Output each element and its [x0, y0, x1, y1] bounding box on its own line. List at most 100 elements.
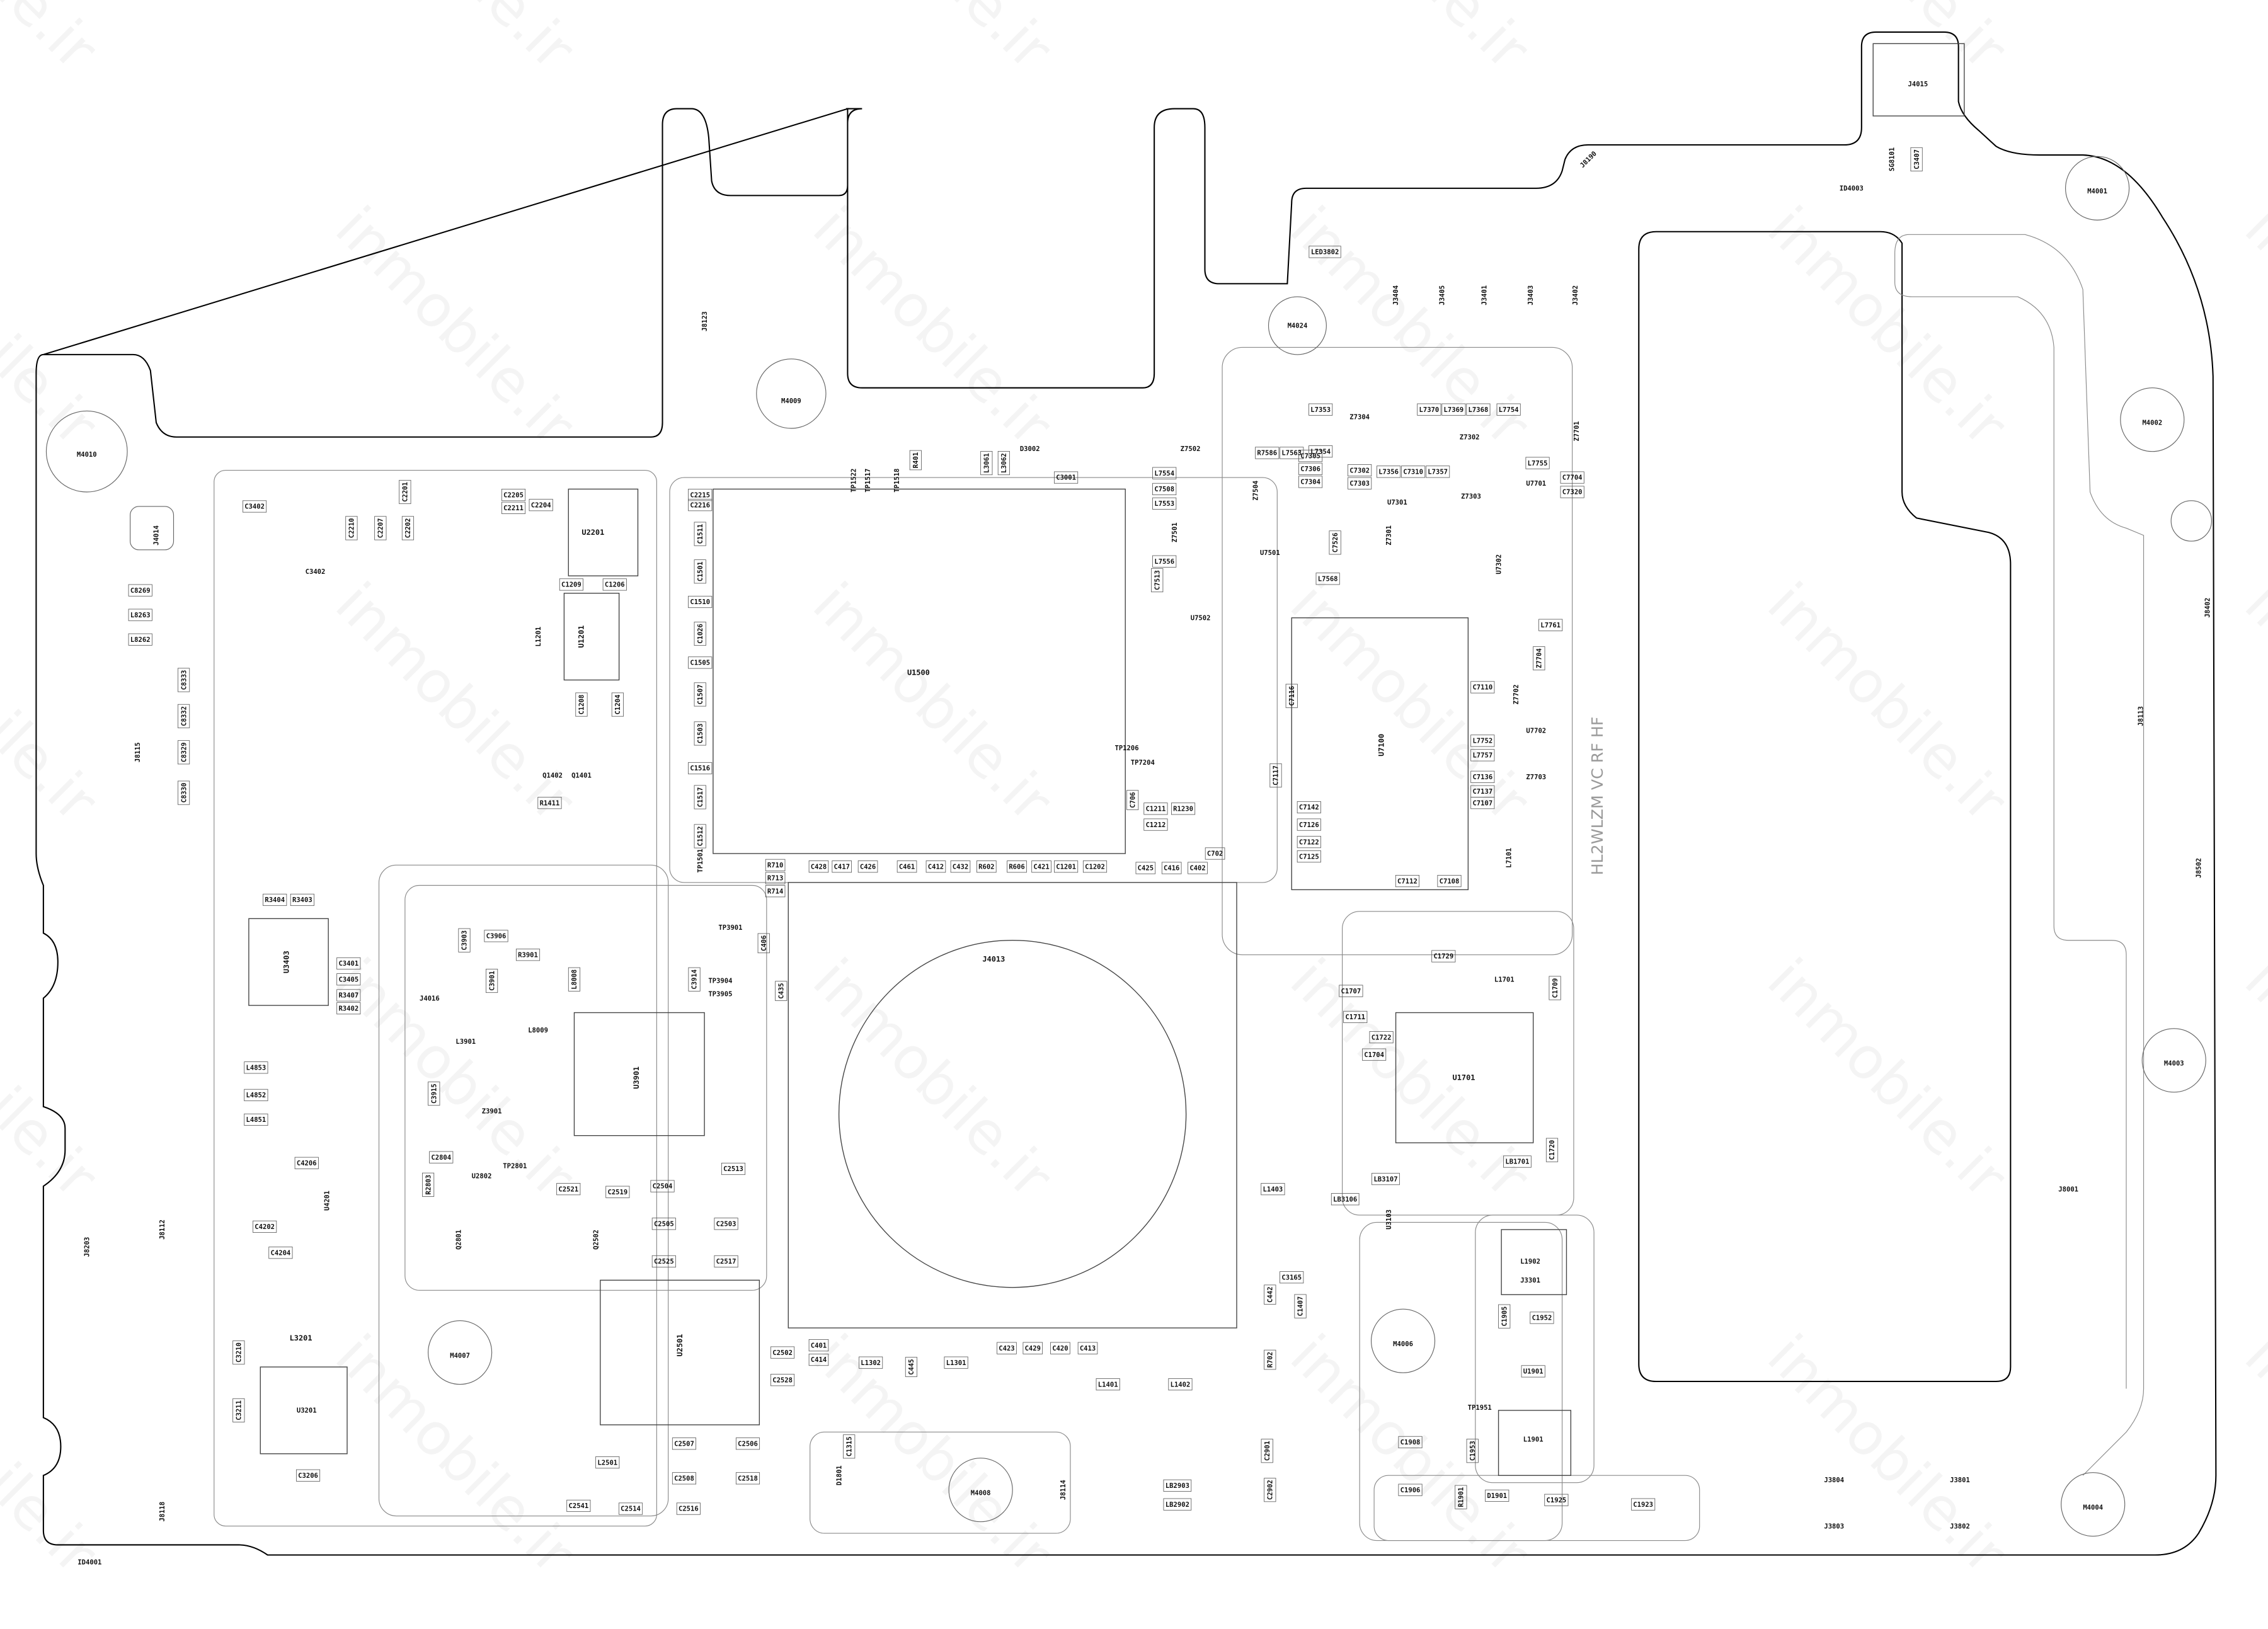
reference-designator: L7553 — [1154, 500, 1174, 508]
reference-designator: C1209 — [561, 581, 581, 589]
component-c2508: C2508 — [672, 1472, 697, 1485]
reference-designator: R1230 — [1173, 805, 1193, 813]
pad-outline — [1470, 770, 1495, 783]
component-tp7204: TP7204 — [1131, 759, 1155, 767]
component-l7101: L7101 — [1505, 848, 1513, 868]
pad-outline — [1417, 403, 1441, 416]
component-j8502: J8502 — [2195, 858, 2202, 878]
pad-outline — [1135, 862, 1156, 874]
pad-outline — [1297, 801, 1321, 814]
reference-designator: R401 — [912, 452, 920, 468]
reference-designator: C1704 — [1364, 1051, 1384, 1059]
component-led3802: LED3802 — [1309, 246, 1341, 258]
pad-outline — [1369, 1031, 1394, 1044]
reference-designator: C3402 — [244, 503, 265, 511]
component-m4008: M4008 — [971, 1489, 991, 1497]
pad-outline — [244, 1061, 268, 1074]
component-c7302: C7302 — [1348, 464, 1372, 477]
watermark-text: inmobile.ir — [0, 946, 110, 1211]
pad-outline — [1348, 464, 1372, 477]
component-lb3107: LB3107 — [1372, 1172, 1400, 1186]
component-lb3106: LB3106 — [1331, 1193, 1360, 1206]
reference-designator: M4003 — [2164, 1060, 2184, 1068]
component-l7754: L7754 — [1496, 403, 1521, 416]
pad-outline — [128, 584, 152, 597]
component-c3211: C3211 — [232, 1398, 245, 1422]
reference-designator: C7117 — [1273, 765, 1280, 786]
pad-outline — [1054, 471, 1079, 484]
component-c1204: C1204 — [611, 692, 624, 717]
reference-designator: U3201 — [297, 1407, 317, 1415]
component-q2801: Q2801 — [455, 1230, 462, 1250]
reference-designator: M4004 — [2083, 1504, 2103, 1511]
pad-outline — [263, 893, 287, 906]
pad-outline — [688, 967, 701, 992]
pad-outline — [1152, 467, 1177, 479]
pad-outline — [672, 1438, 697, 1450]
component-c432: C432 — [950, 860, 971, 873]
component-c2201: C2201 — [399, 479, 411, 505]
pad-outline — [808, 860, 829, 873]
component-c428: C428 — [808, 860, 829, 873]
reference-designator: C8333 — [180, 670, 188, 690]
pad-outline — [735, 1438, 760, 1450]
reference-designator: C3901 — [488, 971, 496, 991]
reference-designator: C435 — [777, 983, 785, 998]
component-c8329: C8329 — [177, 740, 190, 765]
pad-outline — [1269, 763, 1282, 788]
reference-designator: C1925 — [1547, 1497, 1567, 1504]
reference-designator: J4014 — [153, 525, 161, 546]
component-c8333: C8333 — [177, 668, 190, 692]
reference-designator: J3801 — [1950, 1477, 1970, 1484]
component-c1202: C1202 — [1082, 860, 1108, 873]
reference-designator: U2201 — [581, 528, 604, 537]
component-c3165: C3165 — [1280, 1271, 1304, 1284]
component-c7110: C7110 — [1470, 681, 1495, 694]
reference-designator: M4006 — [1393, 1340, 1413, 1348]
reference-designator: L4852 — [246, 1092, 266, 1099]
reference-designator: J4013 — [982, 954, 1005, 963]
board-cutout — [1638, 231, 2012, 1383]
component-c7142: C7142 — [1297, 801, 1321, 814]
reference-designator: R606 — [1009, 863, 1024, 871]
pad-outline — [605, 1186, 630, 1198]
component-z7304: Z7304 — [1349, 413, 1370, 421]
reference-designator: TP2801 — [503, 1163, 527, 1170]
pad-outline — [336, 989, 361, 1002]
reference-designator: C2505 — [654, 1220, 674, 1228]
reference-designator: TP1522 — [850, 469, 857, 493]
component-c7303: C7303 — [1348, 477, 1372, 489]
reference-designator: U7302 — [1495, 554, 1503, 574]
component-j8115: J8115 — [134, 742, 142, 762]
component-lb2903: LB2903 — [1163, 1479, 1192, 1492]
reference-designator: L7101 — [1505, 848, 1513, 868]
component-z7303: Z7303 — [1461, 493, 1481, 501]
component-c4204: C4204 — [268, 1247, 293, 1259]
reference-designator: R702 — [1266, 1352, 1274, 1368]
component-tp1522: TP1522 — [850, 469, 857, 493]
reference-designator: L4853 — [246, 1064, 266, 1072]
reference-designator: TP1206 — [1114, 745, 1138, 752]
watermark-text: inmobile.ir — [0, 0, 110, 83]
component-z3901: Z3901 — [482, 1107, 502, 1115]
reference-designator: C1729 — [1433, 953, 1453, 961]
reference-designator: C442 — [1266, 1287, 1274, 1303]
pad-outline — [1498, 1304, 1511, 1329]
pad-outline — [1188, 862, 1208, 874]
reference-designator: C7303 — [1349, 480, 1370, 488]
component-m4001: M4001 — [2087, 188, 2107, 195]
watermark-text: inmobile.ir — [1755, 0, 2020, 83]
reference-designator: C7110 — [1472, 684, 1492, 692]
component-l7563: L7563 — [1280, 447, 1304, 459]
component-c2521: C2521 — [556, 1183, 581, 1196]
watermark-text: inmobile.ir — [2232, 946, 2268, 1211]
reference-designator: C2528 — [772, 1376, 793, 1384]
component-r7586: R7586 — [1255, 447, 1280, 459]
component-j3802: J3802 — [1950, 1523, 1970, 1530]
component-c1512: C1512 — [694, 824, 706, 849]
component-r710: R710 — [765, 859, 786, 871]
component-c1711: C1711 — [1343, 1010, 1368, 1024]
component-c2504: C2504 — [650, 1180, 675, 1192]
reference-designator: L7755 — [1528, 460, 1548, 467]
component-l7369: L7369 — [1441, 403, 1466, 416]
